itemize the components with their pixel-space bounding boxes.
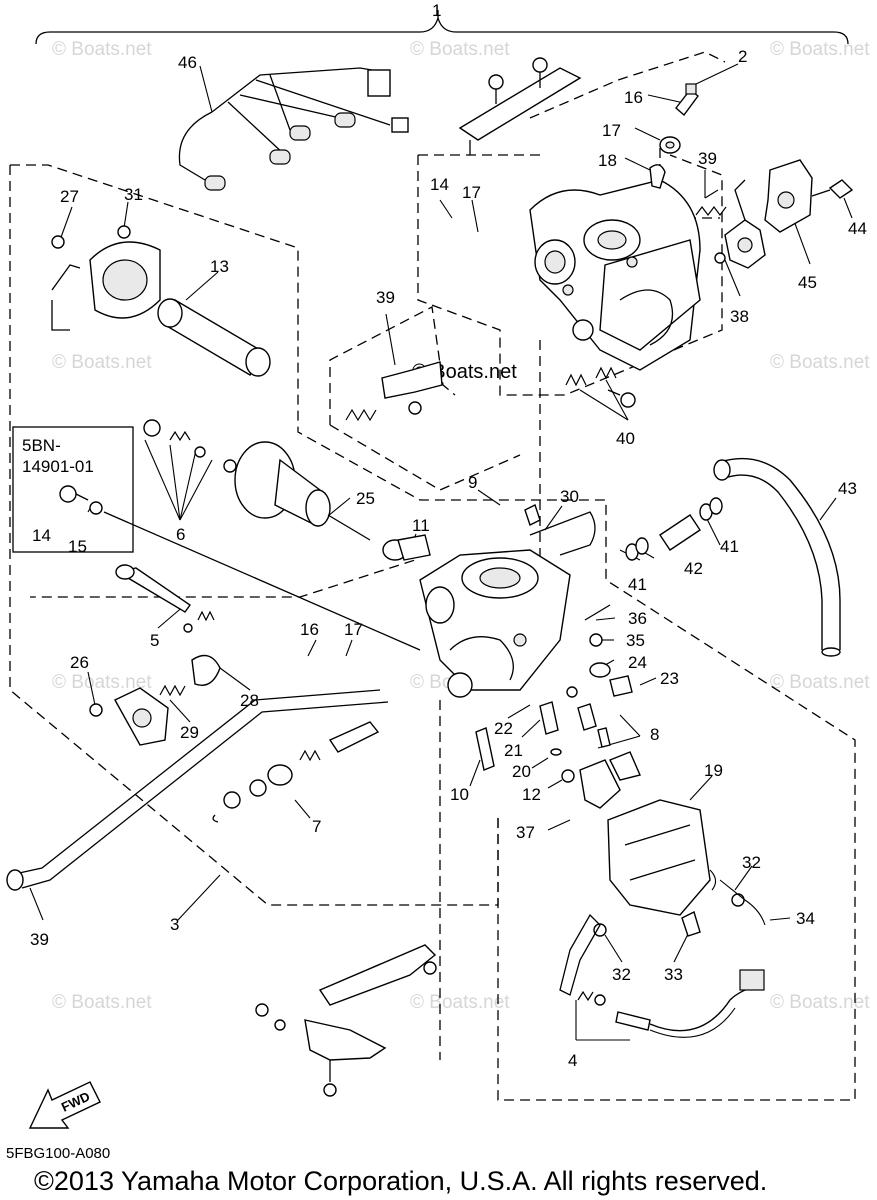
fwd-arrow: FWD: [28, 1081, 101, 1129]
watermark: © Boats.net: [52, 992, 152, 1013]
callout-26: 26: [70, 653, 89, 672]
callout-39: 39: [698, 149, 717, 168]
inset-parts: [59, 485, 421, 651]
callout-11: 11: [412, 516, 430, 535]
callout-21: 21: [504, 741, 523, 760]
callout-33: 33: [664, 965, 683, 984]
callout-39: 39: [376, 288, 395, 307]
watermark: © Boats.net: [770, 39, 870, 60]
callout-5: 5: [150, 631, 159, 650]
callout-32: 32: [742, 853, 761, 872]
callout-40: 40: [616, 429, 635, 448]
callout-30: 30: [560, 487, 579, 506]
callout-32: 32: [612, 965, 631, 984]
springs-upper: [345, 206, 727, 422]
callout-15: 15: [68, 537, 87, 556]
callout-38: 38: [730, 307, 749, 326]
inset-label-line1: 5BN-: [22, 436, 61, 455]
callout-12: 12: [522, 785, 541, 804]
bracket-39-middle: [381, 361, 443, 415]
callout-24: 24: [628, 653, 647, 672]
collar-and-pipe: [382, 511, 596, 561]
diagram-code: 5FBG100-A080: [6, 1145, 111, 1162]
callout-7: 7: [312, 817, 321, 836]
callout-17: 17: [602, 121, 621, 140]
watermark: © Boats.net: [52, 352, 152, 373]
callout-25: 25: [356, 489, 375, 508]
callout-41: 41: [720, 537, 739, 556]
watermark: © Boats.net: [410, 39, 510, 60]
upper-carburetor: [529, 179, 701, 371]
inset-box: 5BN- 14901-01: [12, 426, 134, 553]
right-small-parts: [584, 604, 633, 697]
callout-46: 46: [178, 53, 197, 72]
callout-8: 8: [650, 725, 659, 744]
callout-10: 10: [450, 785, 469, 804]
bowl-screws: [593, 869, 766, 937]
callout-42: 42: [684, 559, 703, 578]
wiring-harness: [178, 67, 409, 191]
callout-6: 6: [176, 525, 185, 544]
watermark: © Boats.net: [410, 992, 510, 1013]
jets: [475, 686, 611, 783]
float-bowl: [579, 751, 711, 916]
callout-39: 39: [30, 930, 49, 949]
throttle-shaft: [6, 689, 389, 891]
callout-9: 9: [468, 473, 477, 492]
callout-4: 4: [568, 1051, 577, 1070]
left-lower-parts: [89, 564, 221, 746]
callout-43: 43: [838, 479, 857, 498]
bracket-45: [764, 159, 854, 233]
callout-29: 29: [180, 723, 199, 742]
callout-18: 18: [598, 151, 617, 170]
fuel-hose: [713, 457, 841, 657]
watermark: © Boats.net: [770, 672, 870, 693]
callout-31: 31: [124, 185, 143, 204]
callout-34: 34: [796, 909, 815, 928]
callout-16: 16: [300, 620, 319, 639]
callout-28: 28: [240, 691, 259, 710]
callout-3: 3: [170, 915, 179, 934]
callout-2: 2: [738, 47, 747, 66]
callout-13: 13: [210, 257, 229, 276]
watermark: © Boats.net: [770, 352, 870, 373]
callout-17: 17: [344, 620, 363, 639]
callout-23: 23: [660, 669, 679, 688]
callout-41: 41: [628, 575, 647, 594]
callout-17: 17: [462, 183, 481, 202]
screw-40: [607, 389, 636, 408]
callout-36: 36: [628, 609, 647, 628]
main-carburetor: [419, 504, 571, 698]
copyright-notice: ©2013 Yamaha Motor Corporation, U.S.A. A…: [34, 1166, 768, 1196]
watermark: © Boats.net: [770, 992, 870, 1013]
choke-cable: [559, 913, 765, 1038]
inset-label-line2: 14901-01: [22, 457, 94, 476]
cover-assembly-left: [51, 225, 271, 377]
callout-22: 22: [494, 719, 513, 738]
bracket-top: [458, 57, 582, 155]
vacuum-piston: [143, 419, 371, 541]
callout-37: 37: [516, 823, 535, 842]
callout-44: 44: [848, 219, 867, 238]
upper-right-small-parts: [649, 83, 699, 189]
joint-42: [625, 497, 723, 561]
callout-14: 14: [32, 526, 51, 545]
callout-45: 45: [798, 273, 817, 292]
callout-1: 1: [432, 1, 441, 20]
watermark: © Boats.net: [52, 39, 152, 60]
watermark: © Boats.net: [52, 672, 152, 693]
callout-14: 14: [430, 175, 449, 194]
callout-27: 27: [60, 187, 79, 206]
plate-38: [714, 179, 766, 269]
callout-16: 16: [624, 88, 643, 107]
bottom-bracket: [255, 944, 437, 1097]
callout-numbers: 1 2 3 4 5 6 7 8 9 10 11 12 13 14 14 15 1…: [30, 1, 867, 1070]
callout-19: 19: [704, 761, 723, 780]
callout-20: 20: [512, 762, 531, 781]
callout-35: 35: [626, 631, 645, 650]
